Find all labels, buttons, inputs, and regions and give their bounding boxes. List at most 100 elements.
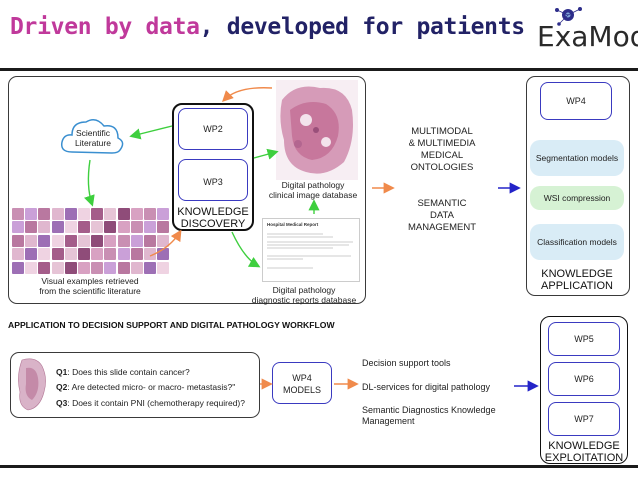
mosaic-tile	[51, 208, 64, 220]
title-separator: ,	[199, 14, 214, 40]
wsi-compression-pill[interactable]: WSI compression	[530, 186, 624, 210]
visual-examples-caption: Visual examples retrieved from the scien…	[39, 276, 141, 296]
wp5-box[interactable]: WP5	[548, 322, 620, 356]
mosaic-tile	[38, 208, 51, 220]
mosaic-tile	[38, 234, 51, 247]
mosaic-tile	[117, 208, 130, 220]
mosaic-tile	[12, 221, 24, 234]
mosaic-tile	[130, 261, 143, 274]
questions-panel	[10, 352, 260, 418]
wp4-box[interactable]: WP4	[540, 82, 612, 120]
mosaic-tile	[104, 221, 117, 234]
mosaic-tile	[25, 248, 38, 261]
wp6-box[interactable]: WP6	[548, 362, 620, 396]
mosaic-tile	[64, 261, 77, 274]
classification-models-pill[interactable]: Classification models	[530, 224, 624, 260]
mosaic-tile	[117, 248, 130, 261]
mosaic-tile	[104, 261, 117, 274]
mosaic-tile	[78, 221, 90, 234]
header-divider	[0, 68, 638, 71]
mosaic-tile	[157, 208, 170, 220]
mosaic-tile	[144, 261, 156, 274]
mosaic-tile	[25, 234, 38, 247]
mosaic-tile	[78, 234, 90, 247]
slide-thumbnail-image	[18, 358, 46, 411]
visual-examples-mosaic	[12, 208, 172, 276]
cloud-icon	[60, 119, 124, 154]
mosaic-tile	[157, 261, 170, 274]
mosaic-tile	[144, 221, 156, 234]
mosaic-tile	[91, 221, 104, 234]
footer-divider	[0, 465, 638, 468]
wp4-models-box[interactable]: WP4 MODELS	[272, 362, 332, 404]
mosaic-tile	[25, 261, 38, 274]
mosaic-tile	[130, 208, 143, 220]
tissue-slide-image	[276, 80, 358, 180]
wp7-box[interactable]: WP7	[548, 402, 620, 436]
mosaic-tile	[64, 208, 77, 220]
mosaic-tile	[38, 221, 51, 234]
question-1-text: : Does this slide contain cancer?	[67, 367, 190, 377]
mosaic-tile	[12, 208, 24, 220]
question-3-text: : Does it contain PNI (chemotherapy requ…	[67, 398, 245, 408]
wp3-box[interactable]: WP3	[178, 159, 248, 201]
knowledge-application-label: KNOWLEDGE APPLICATION	[541, 268, 613, 292]
bottom-section-heading: APPLICATION TO DECISION SUPPORT AND DIGI…	[8, 320, 335, 330]
mosaic-tile	[12, 234, 24, 247]
mosaic-tile	[64, 234, 77, 247]
question-1-tag: Q1	[56, 367, 68, 377]
mosaic-tile	[12, 248, 24, 261]
title-part-2: developed for patients	[213, 14, 525, 40]
knowledge-exploitation-label: KNOWLEDGE EXPLOITATION	[544, 440, 624, 464]
clinical-db-caption: Digital pathology clinical image databas…	[268, 180, 358, 200]
mosaic-tile	[157, 248, 170, 261]
mosaic-tile	[64, 248, 77, 261]
decision-support-text: Decision support tools	[362, 358, 451, 368]
mosaic-tile	[130, 248, 143, 261]
mosaic-tile	[78, 261, 90, 274]
mosaic-tile	[25, 208, 38, 220]
mosaic-tile	[78, 208, 90, 220]
question-3-tag: Q3	[56, 398, 68, 408]
question-2-text: : Are detected micro- or macro- metastas…	[67, 382, 236, 392]
question-2: Q2: Are detected micro- or macro- metast…	[56, 381, 235, 393]
title-part-1: Driven by data	[10, 14, 200, 40]
mosaic-tile	[117, 261, 130, 274]
report-title: Hospital Medical Report	[267, 222, 319, 227]
dl-services-text: DL-services for digital pathology	[362, 382, 491, 392]
segmentation-models-pill[interactable]: Segmentation models	[530, 140, 624, 176]
mosaic-tile	[157, 234, 170, 247]
diagnostic-report-document: Hospital Medical Report	[262, 218, 360, 282]
question-3: Q3: Does it contain PNI (chemotherapy re…	[56, 397, 245, 409]
reports-db-caption: Digital pathology diagnostic reports dat…	[251, 285, 357, 305]
mosaic-tile	[51, 261, 64, 274]
mosaic-tile	[130, 221, 143, 234]
mosaic-tile	[117, 221, 130, 234]
wp2-box[interactable]: WP2	[178, 108, 248, 150]
mosaic-tile	[157, 221, 170, 234]
question-2-tag: Q2	[56, 382, 68, 392]
mosaic-tile	[144, 248, 156, 261]
report-lines	[267, 233, 353, 269]
semantic-kb-text: Semantic Diagnostics Knowledge Managemen…	[362, 405, 496, 426]
mosaic-tile	[78, 248, 90, 261]
mosaic-tile	[91, 261, 104, 274]
logo-network-icon	[555, 7, 582, 26]
mosaic-tile	[51, 234, 64, 247]
mosaic-tile	[91, 208, 104, 220]
semantic-data-label: SEMANTIC DATA MANAGEMENT	[407, 198, 477, 233]
page-title: Driven by data, developed for patients	[10, 14, 525, 40]
mosaic-tile	[51, 221, 64, 234]
mosaic-tile	[64, 221, 77, 234]
mosaic-tile	[130, 234, 143, 247]
mosaic-tile	[91, 248, 104, 261]
mosaic-tile	[12, 261, 24, 274]
mosaic-tile	[51, 248, 64, 261]
mosaic-tile	[25, 221, 38, 234]
mosaic-tile	[104, 208, 117, 220]
logo-text: ExaMode	[537, 20, 638, 53]
cloud-label: Scientific Literature	[75, 128, 111, 148]
question-1: Q1: Does this slide contain cancer?	[56, 366, 190, 378]
mosaic-tile	[104, 248, 117, 261]
mosaic-tile	[91, 234, 104, 247]
